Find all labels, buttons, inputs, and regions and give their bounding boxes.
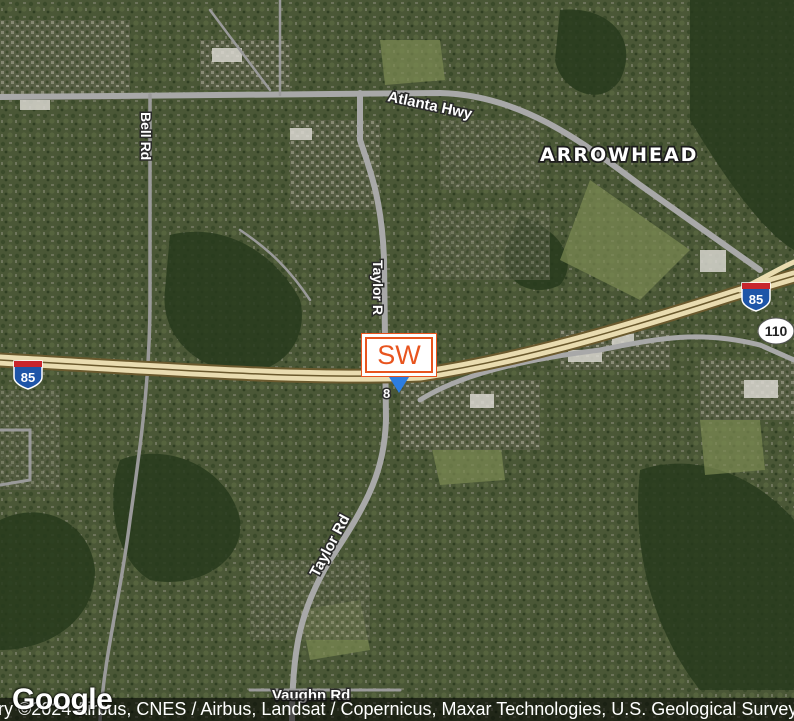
google-logo[interactable]: Google (12, 683, 113, 716)
interstate-85-shield-west: 85 (13, 360, 43, 390)
atlanta-hwy-road (0, 89, 763, 273)
shield-label: 110 (765, 323, 788, 339)
attribution-text: Imagery ©2024 Airbus, CNES / Airbus, Lan… (0, 699, 794, 719)
map-attribution: Imagery ©2024 Airbus, CNES / Airbus, Lan… (0, 698, 794, 721)
field-areas (300, 40, 765, 660)
location-marker[interactable]: SW (361, 333, 439, 393)
interstate-85 (0, 259, 794, 384)
exit-number-label: 8 (383, 386, 390, 401)
marker-label: SW (365, 337, 433, 373)
marker-frame: SW (361, 333, 437, 377)
pin-pointer-icon (389, 377, 409, 393)
taylor-rd-north-label: Taylor R (370, 260, 386, 315)
bell-rd-road (98, 93, 152, 721)
route-110-road (417, 334, 794, 403)
state-route-110-shield: 110 (757, 317, 794, 345)
arrowhead-label: ARROWHEAD (540, 144, 698, 166)
bell-rd-label: Bell Rd (138, 112, 154, 160)
taylor-rd-road (289, 90, 390, 721)
interstate-85-shield-east: 85 (741, 282, 771, 312)
shield-label: 85 (749, 292, 763, 307)
shield-label: 85 (21, 370, 35, 385)
forest-areas (0, 0, 794, 690)
